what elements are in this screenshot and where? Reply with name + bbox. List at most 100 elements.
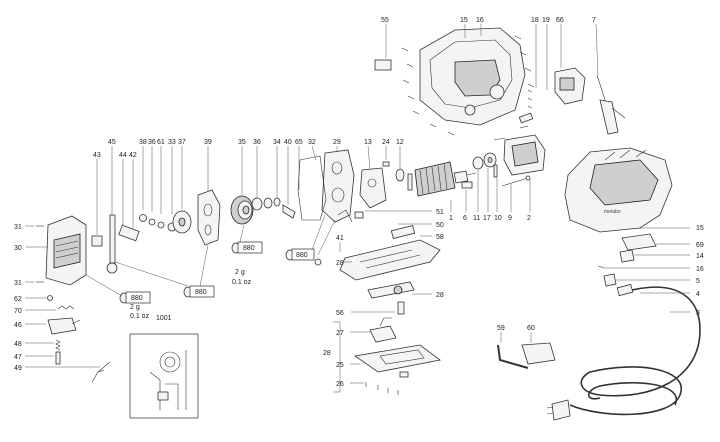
- label-29: 29: [333, 139, 341, 146]
- cable-9-part: [501, 175, 531, 187]
- label-9: 9: [508, 215, 512, 222]
- label-42: 42: [129, 152, 137, 159]
- label-01oz-a: 0.1 oz: [130, 313, 150, 320]
- label-880-a: 880: [131, 295, 143, 302]
- clamp-lever-46-part: [47, 317, 81, 335]
- label-41: 41: [336, 235, 344, 242]
- label-36: 36: [253, 139, 261, 146]
- label-50: 50: [436, 222, 444, 229]
- small-parts-38-37: [139, 210, 192, 234]
- plunger-rod-part: [106, 214, 118, 274]
- label-70: 70: [14, 308, 22, 315]
- grease-tube-right-part: [231, 241, 263, 254]
- screw-16-right-part: [597, 265, 605, 269]
- pin-18-part: [518, 89, 534, 124]
- label-26: 26: [336, 381, 344, 388]
- label-69-plate: [621, 233, 657, 251]
- label-34: 34: [273, 139, 281, 146]
- label-49: 49: [14, 365, 22, 372]
- label-15-top: 15: [460, 17, 468, 24]
- label-plate-part: [374, 59, 392, 71]
- gear-part: [230, 195, 254, 225]
- label-28-b: 28: [436, 292, 444, 299]
- fasteners-24-12: [382, 161, 405, 182]
- label-880-b: 880: [195, 289, 207, 296]
- label-60: 60: [527, 325, 535, 332]
- label-48: 48: [14, 341, 22, 348]
- hex-key-59-part: [497, 344, 529, 369]
- gasket-32-part: [297, 155, 327, 221]
- guide-rollers-51-50: [337, 209, 364, 223]
- splinter-guard-60-part: [521, 342, 556, 365]
- guide-plate-part: [197, 189, 221, 246]
- label-66: 66: [556, 17, 564, 24]
- label-61: 61: [157, 139, 165, 146]
- saw-plate-28-part: [339, 224, 441, 281]
- spring-48-part: [55, 339, 61, 351]
- label-16-top: 16: [476, 17, 484, 24]
- label-27: 27: [336, 330, 344, 337]
- label-880-c: 880: [243, 245, 255, 252]
- label-2: 2: [527, 215, 531, 222]
- label-4: 4: [696, 291, 700, 298]
- label-15-right: 15: [696, 225, 704, 232]
- label-7: 7: [592, 17, 596, 24]
- label-28-c: 28: [323, 350, 331, 357]
- label-40: 40: [284, 139, 292, 146]
- label-24: 24: [382, 139, 390, 146]
- label-31-a: 31: [14, 224, 22, 231]
- label-17: 17: [483, 215, 491, 222]
- label-10: 10: [494, 215, 502, 222]
- label-46: 46: [14, 322, 22, 329]
- label-30: 30: [14, 245, 22, 252]
- bearings-36-34: [251, 197, 296, 219]
- wire-clip-49-part: [91, 361, 111, 383]
- label-28-a: 28: [336, 260, 344, 267]
- motor-housing-30-part: [45, 215, 87, 286]
- label-14: 14: [696, 253, 704, 260]
- clamp-part: [91, 224, 140, 247]
- label-13: 13: [364, 139, 372, 146]
- label-51: 51: [436, 209, 444, 216]
- label-11: 11: [473, 215, 480, 222]
- label-01oz-b: 0.1 oz: [232, 279, 252, 286]
- grease-tube-plate-part: [285, 248, 322, 266]
- label-58: 58: [436, 234, 444, 241]
- label-55: 55: [381, 17, 389, 24]
- handle-housing-part: metabo: [564, 147, 673, 233]
- inset-box-1001: [129, 333, 199, 419]
- armature-part: [407, 161, 477, 197]
- bearing-set-6-11: [461, 152, 497, 189]
- label-18: 18: [531, 17, 539, 24]
- housing-half-part: [419, 27, 526, 126]
- label-12: 12: [396, 139, 404, 146]
- label-2g-b: 2 g: [235, 269, 245, 276]
- label-25: 25: [336, 362, 344, 369]
- clamp-27-part: [369, 317, 397, 343]
- screws-26-part: [365, 382, 399, 395]
- strain-relief-5-part: [603, 273, 617, 287]
- label-33: 33: [168, 139, 176, 146]
- power-cord-part: [546, 283, 701, 421]
- label-2g-a: 2 g: [130, 304, 140, 311]
- label-5: 5: [696, 278, 700, 285]
- label-32: 32: [308, 139, 316, 146]
- field-coil-part: [493, 125, 546, 176]
- gear-housing-plate-part: [321, 149, 355, 223]
- label-35: 35: [238, 139, 246, 146]
- label-38: 38: [139, 139, 147, 146]
- switch-66-part: [554, 67, 586, 105]
- washer-62-part: [47, 295, 53, 301]
- pin-47-part: [55, 351, 61, 365]
- label-47: 47: [14, 354, 22, 361]
- label-45: 45: [108, 139, 116, 146]
- label-65: 65: [295, 139, 303, 146]
- label-44: 44: [119, 152, 127, 159]
- label-37: 37: [178, 139, 186, 146]
- trigger-7-part: [596, 74, 626, 135]
- label-31-b: 31: [14, 280, 22, 287]
- label-59: 59: [497, 325, 505, 332]
- label-56: 56: [336, 310, 344, 317]
- spring-70-part: [57, 305, 75, 310]
